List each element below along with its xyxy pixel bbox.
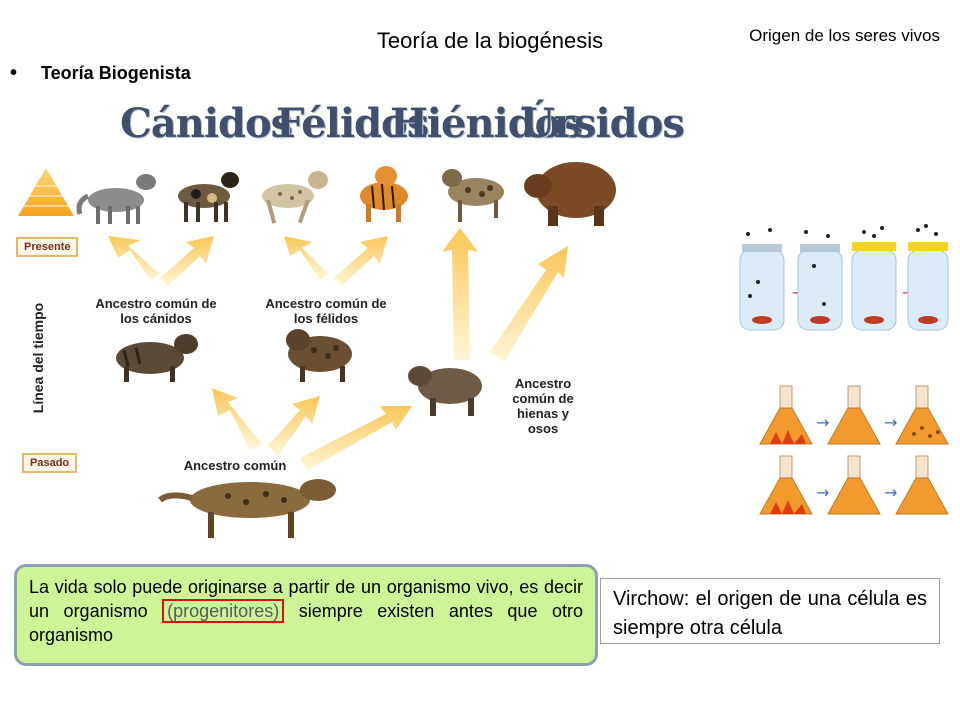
timeline-label: Línea del tiempo <box>30 302 46 414</box>
flask-boiling-icon <box>759 385 813 445</box>
timeline-label-wrapper: Línea del tiempo <box>18 290 58 430</box>
svg-text:→: → <box>816 413 829 432</box>
definition-text-start: La vida solo puede originarse a partir d… <box>29 577 583 621</box>
hyena-bear-ancestor-icon <box>408 366 482 416</box>
canid-ancestor-label: Ancestro común de los cánidos <box>95 296 217 326</box>
jar-with-flies-icon <box>797 230 843 331</box>
flask-experiment: → → → → <box>759 385 949 515</box>
svg-text:→: → <box>884 413 897 432</box>
progenitores-highlight: (progenitores) <box>162 599 285 623</box>
family-felidos: Félidos <box>276 100 429 147</box>
family-canidos: Cánidos <box>120 100 293 147</box>
felid-ancestor-icon <box>286 329 352 382</box>
bullet-text: Teoría Biogenista <box>41 63 191 83</box>
flask-boiling-icon <box>895 455 949 515</box>
flask-boiling-icon <box>895 385 949 445</box>
biogenesis-definition-box: La vida solo puede originarse a partir d… <box>14 564 598 666</box>
flask-boiling-icon <box>827 385 881 445</box>
flask-boiling-icon <box>759 455 813 515</box>
present-label: Presente <box>16 237 79 257</box>
flask-boiling-icon <box>827 455 881 515</box>
bullet-item: • Teoría Biogenista <box>10 62 191 85</box>
felid-ancestor-label: Ancestro común de los félidos <box>265 296 387 326</box>
evolution-diagram <box>18 162 616 538</box>
svg-text:→: → <box>816 483 829 502</box>
hyena-bear-ancestor-label: Ancestro común de hienas y osos <box>512 376 574 436</box>
family-ursidos: Úrsidos <box>520 100 685 147</box>
jar-with-flies-icon <box>739 228 785 331</box>
canid-ancestor-icon <box>116 334 198 382</box>
past-label: Pasado <box>22 453 78 473</box>
virchow-quote-box: Virchow: el origen de una célula es siem… <box>600 578 940 644</box>
common-ancestor-icon <box>158 479 336 538</box>
tiger-icon <box>360 166 408 222</box>
lynx-icon <box>262 171 328 224</box>
common-ancestor-label: Ancestro común <box>183 458 287 473</box>
jar-with-flies-icon <box>907 224 949 331</box>
jar-with-flies-icon <box>851 226 897 331</box>
wolf-icon <box>76 174 156 224</box>
slide-subtitle: Origen de los seres vivos <box>749 26 940 45</box>
definition-text-end: siempre existen antes que otro organismo <box>29 601 583 645</box>
bullet-symbol: • <box>10 62 18 84</box>
slide-title: Teoría de la biogénesis <box>376 28 604 53</box>
bear-icon <box>524 162 616 226</box>
svg-text:→: → <box>884 483 897 502</box>
pyramid-icon <box>18 168 74 216</box>
wild-dog-icon <box>178 172 239 222</box>
hyena-icon <box>442 169 504 222</box>
jar-experiment: → → <box>739 224 949 331</box>
family-hienidos: Hiénidos <box>390 100 583 147</box>
evolution-arrows <box>108 228 568 470</box>
